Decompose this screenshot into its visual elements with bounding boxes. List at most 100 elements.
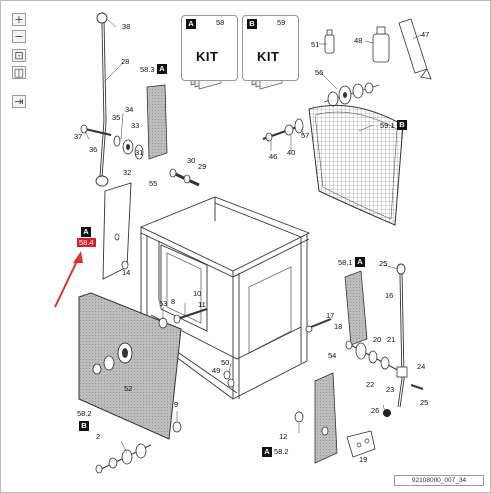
side-panel-58-1-icon [344, 270, 368, 346]
callout-59-1[interactable]: 59.1 [380, 121, 395, 130]
callout-29[interactable]: 29 [198, 162, 207, 171]
callout-20[interactable]: 20 [373, 335, 382, 344]
tag-59-1: B [397, 120, 407, 130]
tag-58-1: A [355, 257, 365, 267]
actual-size-button[interactable]: ◫ [12, 66, 26, 79]
callout-50[interactable]: 50 [221, 358, 230, 367]
rod-16-icon [383, 263, 406, 417]
side-panel-58-2-right-icon [294, 372, 338, 464]
callout-21[interactable]: 21 [387, 335, 396, 344]
callout-12[interactable]: 12 [279, 432, 288, 441]
zoom-in-icon: + [14, 13, 24, 26]
washer-9-icon [172, 421, 182, 433]
red-pointer-arrow-icon [54, 251, 83, 308]
callout-34[interactable]: 34 [125, 105, 134, 114]
callout-58-1[interactable]: 58.1 [338, 258, 353, 267]
kit-tag: A [186, 19, 196, 29]
callout-58-3[interactable]: 58.3 [140, 65, 155, 74]
callout-17[interactable]: 17 [326, 311, 335, 320]
cartridge-47-icon [398, 18, 432, 80]
bolt-17-18-icon [305, 318, 332, 333]
tag-58-2-left: B [79, 421, 89, 431]
kit-box-b: B 59 KIT [242, 15, 299, 81]
document-id: 92108000_007_34 [394, 475, 484, 486]
toggle-panel-button[interactable]: ⇥ [12, 95, 26, 108]
hinge-assembly-2-icon [95, 443, 152, 474]
bolt-46-icon [262, 118, 304, 142]
callout-18[interactable]: 18 [334, 322, 343, 331]
callout-8[interactable]: 8 [171, 297, 176, 306]
callout-14[interactable]: 14 [122, 268, 131, 277]
callout-25-bottom[interactable]: 25 [420, 398, 429, 407]
callout-11[interactable]: 11 [198, 300, 206, 309]
callout-40[interactable]: 40 [287, 148, 296, 157]
fasteners-49-50-icon [223, 370, 235, 388]
callout-49[interactable]: 49 [212, 366, 221, 375]
callout-19[interactable]: 19 [359, 455, 368, 464]
kit-number: 59 [277, 18, 286, 27]
callout-22[interactable]: 22 [366, 380, 375, 389]
callout-36[interactable]: 36 [89, 145, 98, 154]
fit-page-button[interactable]: ⊡ [12, 49, 26, 62]
hinge-parts-8-11-icon [158, 308, 208, 329]
callout-9[interactable]: 9 [174, 400, 179, 409]
side-panel-58-3-icon [146, 84, 168, 160]
bottle-48-icon [372, 26, 390, 63]
callout-37[interactable]: 37 [74, 132, 83, 141]
zoom-in-button[interactable]: + [12, 13, 26, 26]
zoom-out-icon: − [14, 30, 24, 43]
callout-33[interactable]: 33 [131, 121, 140, 130]
door-panel-52-icon [78, 292, 182, 440]
callout-24[interactable]: 24 [417, 362, 426, 371]
callout-47[interactable]: 47 [421, 30, 430, 39]
pivot-assembly-33-34-icon [80, 124, 144, 160]
front-screen-59-1-icon [308, 104, 404, 226]
callout-58-2-left[interactable]: 58.2 [77, 409, 92, 418]
kit-box-a: A 58 KIT [181, 15, 238, 81]
callout-31[interactable]: 31 [135, 148, 144, 157]
callout-38[interactable]: 38 [122, 22, 131, 31]
viewer-toolbar: + − ⊡ ◫ ⇥ [12, 13, 34, 113]
callout-57[interactable]: 57 [301, 131, 310, 140]
callout-35[interactable]: 35 [112, 113, 121, 122]
callout-23[interactable]: 23 [386, 385, 395, 394]
callout-52[interactable]: 52 [124, 384, 133, 393]
leader-lines [84, 18, 422, 454]
pivot-assembly-20-24-icon [345, 340, 424, 390]
kit-label: KIT [196, 49, 219, 64]
callout-58-4-highlighted[interactable]: 58.4 [77, 238, 96, 247]
callout-25-top[interactable]: 25 [379, 259, 388, 268]
kit-tag: B [247, 19, 257, 29]
tag-58-4: A [81, 227, 91, 237]
bracket-19-icon [346, 430, 376, 458]
callout-2[interactable]: 2 [96, 432, 101, 441]
tag-58-3: A [157, 64, 167, 74]
callout-53[interactable]: 53 [159, 299, 168, 308]
callout-51[interactable]: 51 [311, 40, 320, 49]
tag-58-2-right: A [262, 447, 272, 457]
callout-56[interactable]: 56 [315, 68, 324, 77]
callout-26[interactable]: 26 [371, 406, 380, 415]
callout-55[interactable]: 55 [149, 179, 158, 188]
bottle-51-icon [324, 29, 335, 54]
callout-16[interactable]: 16 [385, 291, 394, 300]
callout-30[interactable]: 30 [187, 156, 196, 165]
callout-10[interactable]: 10 [193, 289, 202, 298]
toggle-panel-icon: ⇥ [14, 95, 24, 108]
kit-label: KIT [257, 49, 280, 64]
side-panel-58-4-icon [102, 182, 132, 280]
zoom-out-button[interactable]: − [12, 30, 26, 43]
bushing-set-56-icon [323, 82, 380, 107]
callout-48[interactable]: 48 [354, 36, 363, 45]
callout-28[interactable]: 28 [121, 57, 130, 66]
fit-page-icon: ⊡ [14, 49, 24, 62]
rod-28-icon [95, 12, 109, 187]
callout-54[interactable]: 54 [328, 351, 337, 360]
callout-32[interactable]: 32 [123, 168, 132, 177]
actual-size-icon: ◫ [13, 66, 25, 79]
callout-58-2-right[interactable]: 58.2 [274, 447, 289, 456]
shaft-29-30-icon [169, 168, 200, 187]
callout-46[interactable]: 46 [269, 152, 278, 161]
kit-number: 58 [216, 18, 225, 27]
